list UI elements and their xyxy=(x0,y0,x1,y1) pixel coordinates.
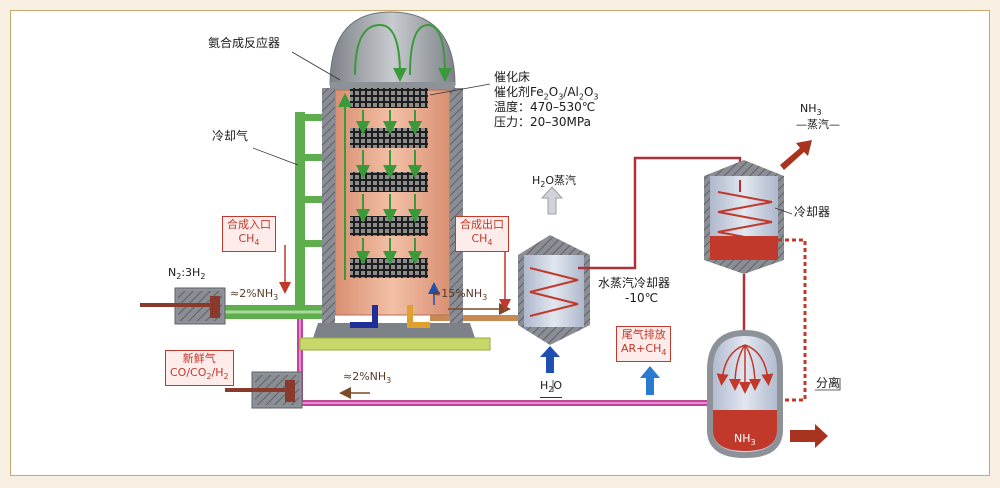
tail-gas-arrow xyxy=(640,366,660,395)
label-catalyst: 催化剂Fe2O3/Al2O3 xyxy=(494,85,599,102)
cooler-vessel xyxy=(704,160,807,402)
catalyst-bed-1 xyxy=(350,88,428,108)
separator-vessel xyxy=(707,329,783,459)
catalyst-bed-4 xyxy=(350,216,428,236)
catalyst-bed-2 xyxy=(350,128,428,148)
steam-cooler-vessel xyxy=(518,235,590,345)
label-catalyst-bed: 催化床 xyxy=(494,70,531,84)
catalyst-bed-3 xyxy=(350,172,428,192)
leader-lines xyxy=(252,51,841,392)
compressor-n2-h2 xyxy=(140,287,226,325)
label-steam-cooler: 水蒸汽冷却器 xyxy=(598,276,671,290)
label-nh3-2pct-recycle: ≈2%NH3 xyxy=(343,370,392,386)
label-nh3-top: NH3 xyxy=(800,102,822,118)
label-cooling-gas: 冷却气 xyxy=(212,129,249,143)
label-nh3-2pct-inlet: ≈2%NH3 xyxy=(230,287,279,303)
catalyst-bed-5 xyxy=(350,258,428,278)
water-in-arrow xyxy=(540,346,560,373)
compressor-fresh-gas xyxy=(225,371,303,409)
label-reactor: 氨合成反应器 xyxy=(208,36,281,50)
label-nh3-15pct: ≈15%NH3 xyxy=(432,287,488,303)
ammonia-reactor xyxy=(299,11,491,351)
label-steam-top: —蒸汽— xyxy=(796,118,840,131)
label-nh3-liquid: NH3 xyxy=(734,432,756,448)
label-cooler: 冷却器 xyxy=(794,205,831,219)
nh3-out-arrow xyxy=(790,424,828,448)
label-separation: 分离 xyxy=(816,376,841,390)
label-cooler-temp: -10℃ xyxy=(625,291,659,305)
label-n2-h2: N2:3H2 xyxy=(168,266,206,282)
steam-up-arrow xyxy=(540,186,564,215)
flow-arrows xyxy=(279,140,828,448)
label-h2o-in: H2O xyxy=(540,379,563,399)
label-h2o-steam: H2O蒸汽 xyxy=(532,174,577,190)
label-pressure: 压力：20–30MPa xyxy=(494,115,591,129)
label-temperature: 温度：470–530℃ xyxy=(494,100,596,114)
steam-out-arrow xyxy=(780,140,812,170)
